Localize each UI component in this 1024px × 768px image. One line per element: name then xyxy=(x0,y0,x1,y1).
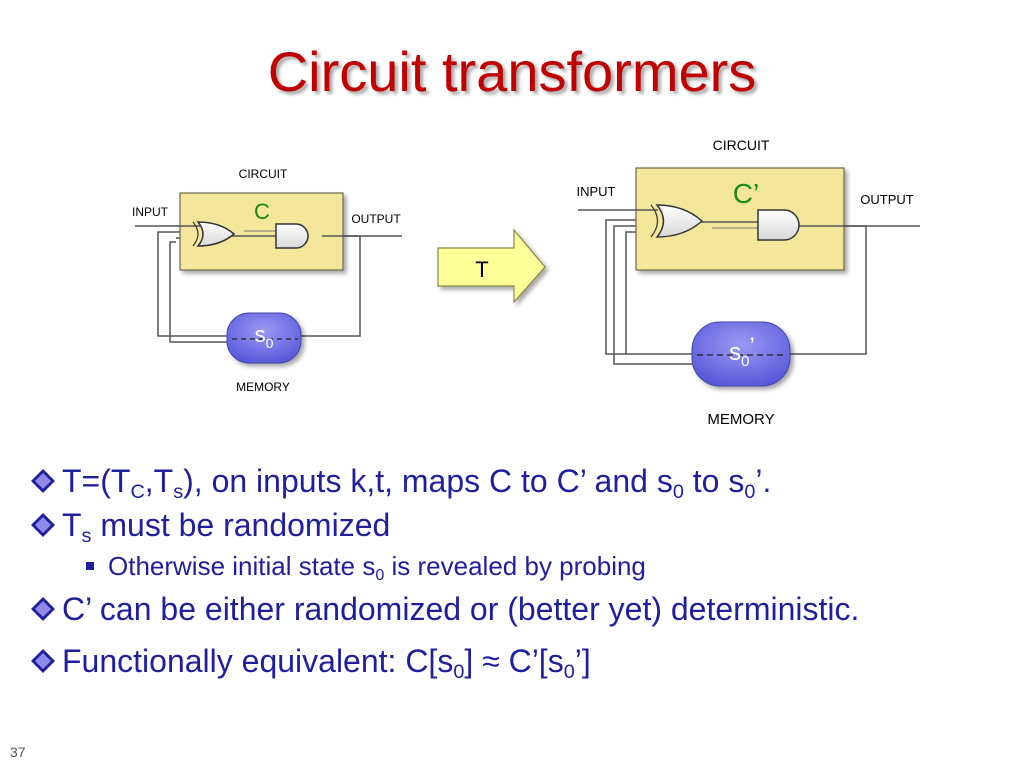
bullet-list: T=(TC,Ts), on inputs k,t, maps C to C’ a… xyxy=(28,462,1008,686)
left-memory-label: MEMORY xyxy=(236,380,290,394)
slide-title: Circuit transformers xyxy=(267,40,757,103)
left-input-label: INPUT xyxy=(132,205,169,219)
left-state-sub: 0 xyxy=(266,335,274,351)
left-circuit-label: CIRCUIT xyxy=(239,167,288,181)
right-circuit-name: C’ xyxy=(733,178,759,209)
circuit-transform-diagram: CIRCUIT INPUT OUTPUT C s0 MEMORY T CIRCU… xyxy=(132,137,920,428)
right-input-label: INPUT xyxy=(577,184,616,199)
transform-arrow: T xyxy=(437,228,546,304)
left-or-gate-back xyxy=(192,221,199,247)
right-memory-label: MEMORY xyxy=(707,411,774,428)
right-and-gate xyxy=(757,209,800,241)
left-feedback-wire-inner xyxy=(169,241,232,343)
sub-bullet-probing: Otherwise initial state s0 is revealed b… xyxy=(28,550,1008,583)
right-feedback-wire-mid xyxy=(613,225,696,365)
bullet-c-prime: C’ can be either randomized or (better y… xyxy=(28,590,1008,628)
slide-number: 37 xyxy=(10,744,26,760)
right-memory-blob xyxy=(691,321,791,387)
bullet-ts-randomized: Ts must be randomized xyxy=(28,506,1008,546)
diamond-bullet-icon xyxy=(31,469,55,493)
left-memory-state: s0 xyxy=(255,322,274,351)
left-memory-blob xyxy=(226,312,302,364)
right-memory-state: s0’ xyxy=(729,333,755,370)
left-or-gate xyxy=(196,221,236,247)
diamond-bullet-icon xyxy=(31,513,55,537)
square-bullet-icon xyxy=(86,562,94,570)
transform-label: T xyxy=(475,257,488,282)
right-circuit: CIRCUIT INPUT OUTPUT C’ s0’ MEMORY xyxy=(577,137,920,428)
diamond-bullet-icon xyxy=(31,649,55,673)
right-or-gate-back xyxy=(650,204,659,238)
left-output-label: OUTPUT xyxy=(351,212,401,226)
right-state-base: s xyxy=(729,339,741,366)
left-state-base: s xyxy=(255,322,266,347)
right-feedback-wire-inner xyxy=(625,231,640,354)
left-circuit-name: C xyxy=(254,199,270,224)
right-state-sub: 0 xyxy=(741,353,749,370)
bullet-transformer-definition: T=(TC,Ts), on inputs k,t, maps C to C’ a… xyxy=(28,462,1008,502)
diamond-bullet-icon xyxy=(31,597,55,621)
right-circuit-label: CIRCUIT xyxy=(713,137,770,153)
right-output-label: OUTPUT xyxy=(860,192,914,207)
left-circuit: CIRCUIT INPUT OUTPUT C s0 MEMORY xyxy=(132,167,402,394)
bullet-functional-equivalence: Functionally equivalent: C[s0] ≈ C’[s0’] xyxy=(28,642,1008,682)
right-or-gate xyxy=(655,204,704,238)
transform-arrow-shape xyxy=(437,228,546,304)
right-state-prime: ’ xyxy=(750,333,755,360)
left-and-gate xyxy=(275,223,309,249)
